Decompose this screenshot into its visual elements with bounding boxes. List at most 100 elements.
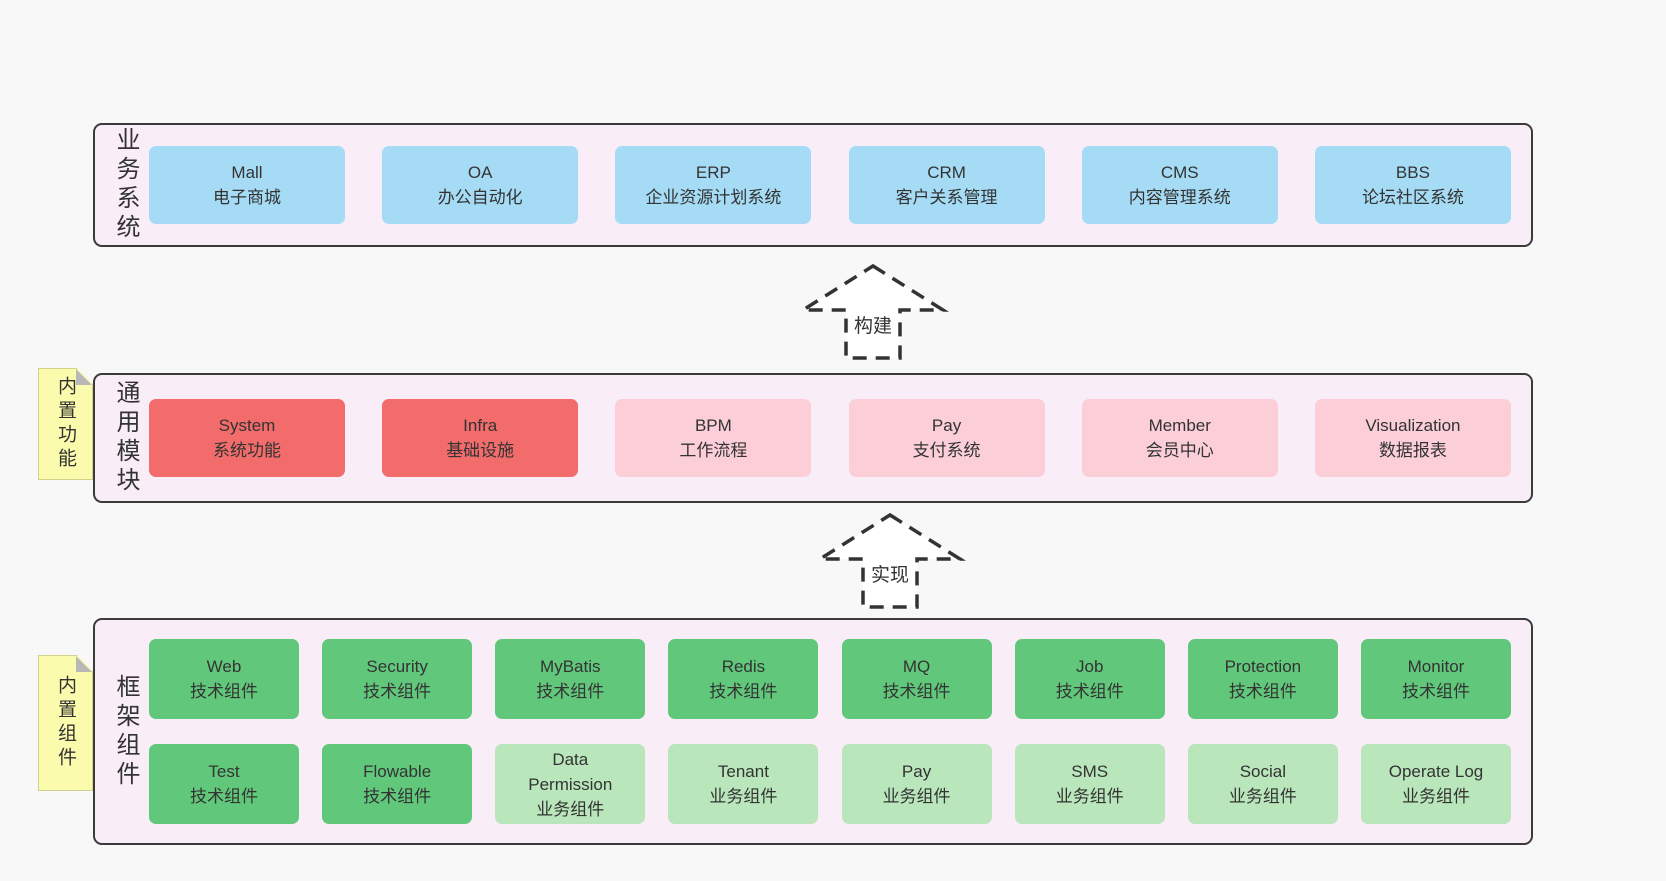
box-subtitle: 技术组件 (1055, 682, 1124, 701)
box-title: ERP (695, 163, 731, 182)
build-arrow-label: 构建 (851, 311, 895, 338)
box-protection: Protection 技术组件 (1187, 639, 1338, 719)
box-title: Protection (1224, 657, 1302, 676)
build-arrow: 构建 (795, 258, 955, 364)
box-title: BBS (1395, 163, 1430, 182)
box-system: System 系统功能 (149, 399, 345, 477)
box-title: CMS (1160, 163, 1199, 182)
framework-boxes-row-1: Web 技术组件 Security 技术组件 MyBatis 技术组件 Redi… (149, 639, 1511, 719)
box-test: Test 技术组件 (149, 744, 299, 824)
common-modules-panel: 通用模块 System 系统功能 Infra 基础设施 BPM 工作流程 Pay… (93, 373, 1533, 503)
framework-rows: Web 技术组件 Security 技术组件 MyBatis 技术组件 Redi… (149, 639, 1511, 824)
box-title: Infra (463, 416, 498, 435)
box-title: System (218, 416, 276, 435)
box-visualization: Visualization 数据报表 (1314, 399, 1511, 477)
box-title: Test (208, 762, 240, 781)
box-subtitle: 技术组件 (1401, 682, 1470, 701)
box-social: Social 业务组件 (1187, 744, 1338, 824)
box-subtitle: 内容管理系统 (1128, 188, 1231, 207)
box-pay-component: Pay 业务组件 (841, 744, 992, 824)
note-fold-corner-icon (76, 369, 92, 385)
box-subtitle: 技术组件 (1228, 682, 1297, 701)
box-subtitle: 业务组件 (709, 787, 778, 806)
box-title: Mall (231, 163, 263, 182)
framework-components-panel: 框架组件 Web 技术组件 Security 技术组件 MyBatis 技术组件… (93, 618, 1533, 845)
framework-boxes-row-2: Test 技术组件 Flowable 技术组件 Data Permission … (149, 744, 1511, 824)
note-fold-corner-icon (76, 656, 92, 672)
box-title: Redis (721, 657, 766, 676)
box-crm: CRM 客户关系管理 (848, 146, 1045, 224)
box-title: Visualization (1365, 416, 1461, 435)
box-title: Pay (901, 762, 932, 781)
box-title: Tenant (717, 762, 769, 781)
panel-label-modules: 通用模块 (112, 380, 139, 496)
panel-label-business: 业务系统 (112, 127, 139, 243)
box-subtitle: 业务组件 (1401, 787, 1470, 806)
box-subtitle: 会员中心 (1145, 441, 1214, 460)
box-title: MQ (902, 657, 931, 676)
box-subtitle: 技术组件 (190, 682, 258, 701)
box-job: Job 技术组件 (1014, 639, 1165, 719)
box-title: Monitor (1407, 657, 1465, 676)
box-tenant: Tenant 业务组件 (668, 744, 819, 824)
implement-arrow: 实现 (812, 507, 972, 613)
box-subtitle: 电子商城 (213, 188, 281, 207)
box-operate-log: Operate Log 业务组件 (1360, 744, 1511, 824)
box-web: Web 技术组件 (149, 639, 299, 719)
box-title: Operate Log (1388, 762, 1484, 781)
box-title: Security (366, 657, 428, 676)
box-mybatis: MyBatis 技术组件 (495, 639, 646, 719)
box-monitor: Monitor 技术组件 (1360, 639, 1511, 719)
box-title: MyBatis (540, 657, 601, 676)
box-title: Flowable (363, 762, 432, 781)
business-systems-panel: 业务系统 Mall 电子商城 OA 办公自动化 ERP 企业资源计划系统 CRM… (93, 123, 1533, 247)
note-text: 内置功能 (55, 376, 76, 472)
box-title: OA (467, 163, 493, 182)
box-erp: ERP 企业资源计划系统 (615, 146, 812, 224)
box-title: Job (1075, 657, 1104, 676)
box-title: Social (1239, 762, 1286, 781)
sticky-note-built-in-function: 内置功能 (38, 368, 93, 480)
box-subtitle: 业务组件 (1055, 787, 1124, 806)
box-title: SMS (1071, 762, 1109, 781)
box-member: Member 会员中心 (1081, 399, 1278, 477)
box-subtitle: 客户关系管理 (895, 188, 998, 207)
box-title: Data Permission (528, 749, 613, 794)
sticky-note-built-in-component: 内置组件 (38, 655, 93, 791)
box-mall: Mall 电子商城 (149, 146, 345, 224)
box-subtitle: 系统功能 (213, 441, 281, 460)
box-flowable: Flowable 技术组件 (322, 744, 473, 824)
box-subtitle: 技术组件 (709, 682, 778, 701)
box-bbs: BBS 论坛社区系统 (1314, 146, 1511, 224)
box-subtitle: 企业资源计划系统 (645, 188, 782, 207)
box-subtitle: 论坛社区系统 (1361, 188, 1464, 207)
box-subtitle: 办公自动化 (437, 188, 523, 207)
box-cms: CMS 内容管理系统 (1081, 146, 1278, 224)
business-boxes-row: Mall 电子商城 OA 办公自动化 ERP 企业资源计划系统 CRM 客户关系… (149, 146, 1511, 224)
note-text: 内置组件 (55, 675, 76, 771)
box-oa: OA 办公自动化 (382, 146, 579, 224)
box-subtitle: 工作流程 (679, 441, 748, 460)
box-subtitle: 支付系统 (912, 441, 981, 460)
box-data-permission: Data Permission 业务组件 (495, 744, 646, 824)
modules-boxes-row: System 系统功能 Infra 基础设施 BPM 工作流程 Pay 支付系统… (149, 399, 1511, 477)
box-pay: Pay 支付系统 (848, 399, 1045, 477)
box-subtitle: 技术组件 (363, 787, 432, 806)
box-mq: MQ 技术组件 (841, 639, 992, 719)
box-subtitle: 数据报表 (1378, 441, 1447, 460)
box-subtitle: 技术组件 (536, 682, 605, 701)
box-title: Pay (931, 416, 962, 435)
box-security: Security 技术组件 (322, 639, 473, 719)
implement-arrow-label: 实现 (868, 560, 912, 587)
box-infra: Infra 基础设施 (382, 399, 579, 477)
panel-label-framework: 框架组件 (112, 673, 139, 790)
box-subtitle: 基础设施 (446, 441, 515, 460)
box-title: BPM (694, 416, 732, 435)
box-sms: SMS 业务组件 (1014, 744, 1165, 824)
box-title: Web (206, 657, 242, 676)
box-subtitle: 业务组件 (1228, 787, 1297, 806)
box-subtitle: 技术组件 (363, 682, 432, 701)
box-subtitle: 业务组件 (882, 787, 951, 806)
box-subtitle: 技术组件 (190, 787, 258, 806)
box-subtitle: 技术组件 (882, 682, 951, 701)
